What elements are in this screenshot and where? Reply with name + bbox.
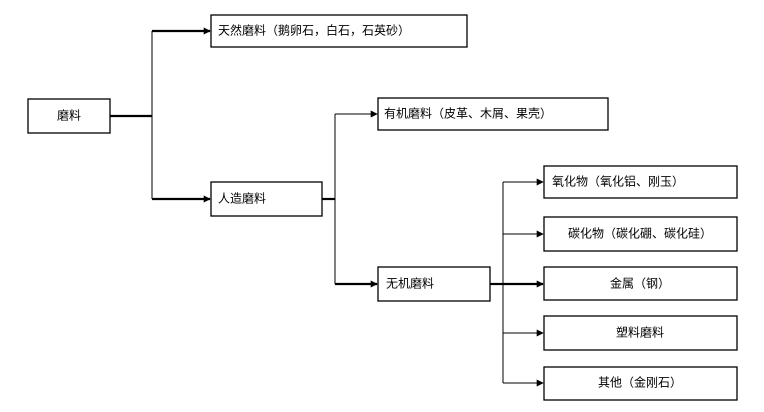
node-root: 磨料 [27, 98, 111, 134]
node-organic-label: 有机磨料（皮革、木屑、果壳） [384, 107, 552, 121]
connectors-inorganic [490, 178, 544, 387]
node-inorganic-label: 无机磨料 [386, 277, 434, 291]
node-metal: 金属（钢） [543, 266, 738, 301]
node-plastic-label: 塑料磨料 [616, 325, 664, 340]
node-other: 其他（金刚石） [543, 366, 738, 401]
node-carbide-label: 碳化物（碳化硼、碳化硅） [568, 227, 712, 241]
node-oxide: 氧化物（氧化铝、刚玉） [543, 165, 738, 199]
node-metal-label: 金属（钢） [610, 276, 670, 291]
connectors-artificial [322, 110, 378, 288]
node-natural-label: 天然磨料（鹅卵石，白石，石英砂） [218, 23, 410, 38]
node-artificial-label: 人造磨料 [218, 192, 266, 206]
node-organic: 有机磨料（皮革、木屑、果壳） [377, 97, 609, 131]
connectors-root [110, 27, 211, 203]
node-natural: 天然磨料（鹅卵石，白石，石英砂） [210, 14, 468, 48]
node-other-label: 其他（金刚石） [598, 375, 682, 390]
node-plastic: 塑料磨料 [543, 315, 738, 351]
node-carbide: 碳化物（碳化硼、碳化硅） [543, 216, 738, 252]
node-inorganic: 无机磨料 [377, 266, 491, 302]
node-oxide-label: 氧化物（氧化铝、刚玉） [552, 174, 684, 189]
node-artificial: 人造磨料 [210, 181, 323, 217]
node-root-label: 磨料 [57, 109, 81, 123]
